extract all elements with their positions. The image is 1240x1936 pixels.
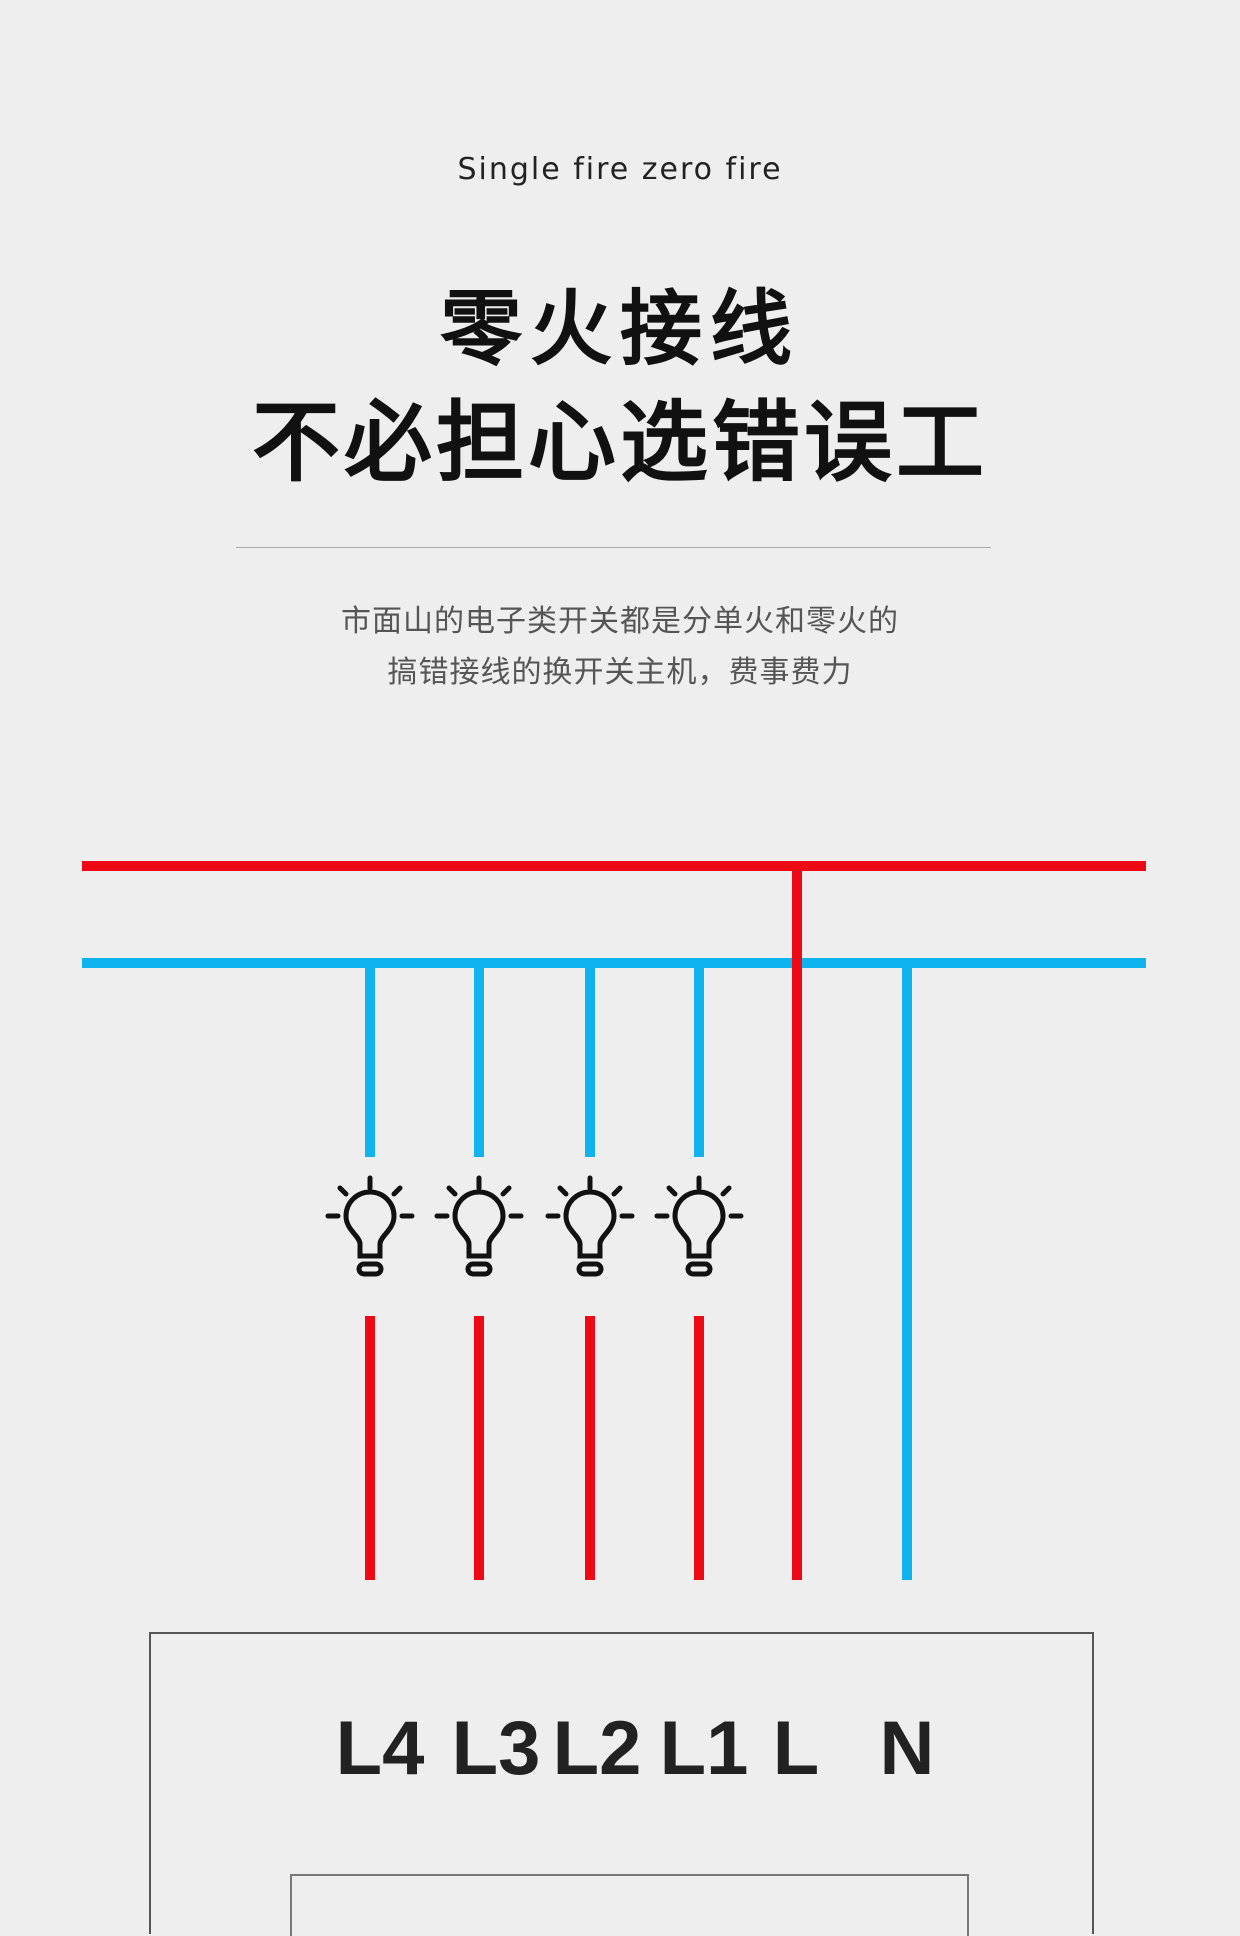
description-line-2: 搞错接线的换开关主机，费事费力 <box>387 655 853 690</box>
light-bulb-icon <box>325 1175 415 1277</box>
title-line-2: 不必担心选错误工 <box>251 391 988 494</box>
title-line-1: 零火接线 <box>439 282 800 377</box>
terminal-label-l2: L2 <box>552 1706 642 1791</box>
terminal-label-n: N <box>879 1706 935 1791</box>
terminal-label-l3: L3 <box>451 1706 541 1791</box>
description-line-1: 市面山的电子类开关都是分单火和零火的 <box>341 604 899 639</box>
english-subtitle: Single fire zero fire <box>457 152 783 187</box>
switch-host-box <box>149 1632 1094 1934</box>
switch-host-inner-panel <box>290 1874 969 1936</box>
light-bulb-icon <box>654 1175 744 1277</box>
terminal-label-l1: L1 <box>659 1706 749 1791</box>
terminal-label-l4: L4 <box>335 1706 425 1791</box>
terminal-label-l: L <box>772 1706 820 1791</box>
divider <box>236 547 991 548</box>
bulbs <box>325 1175 744 1277</box>
light-bulb-icon <box>545 1175 635 1277</box>
wires <box>82 861 1146 1580</box>
light-bulb-icon <box>434 1175 524 1277</box>
